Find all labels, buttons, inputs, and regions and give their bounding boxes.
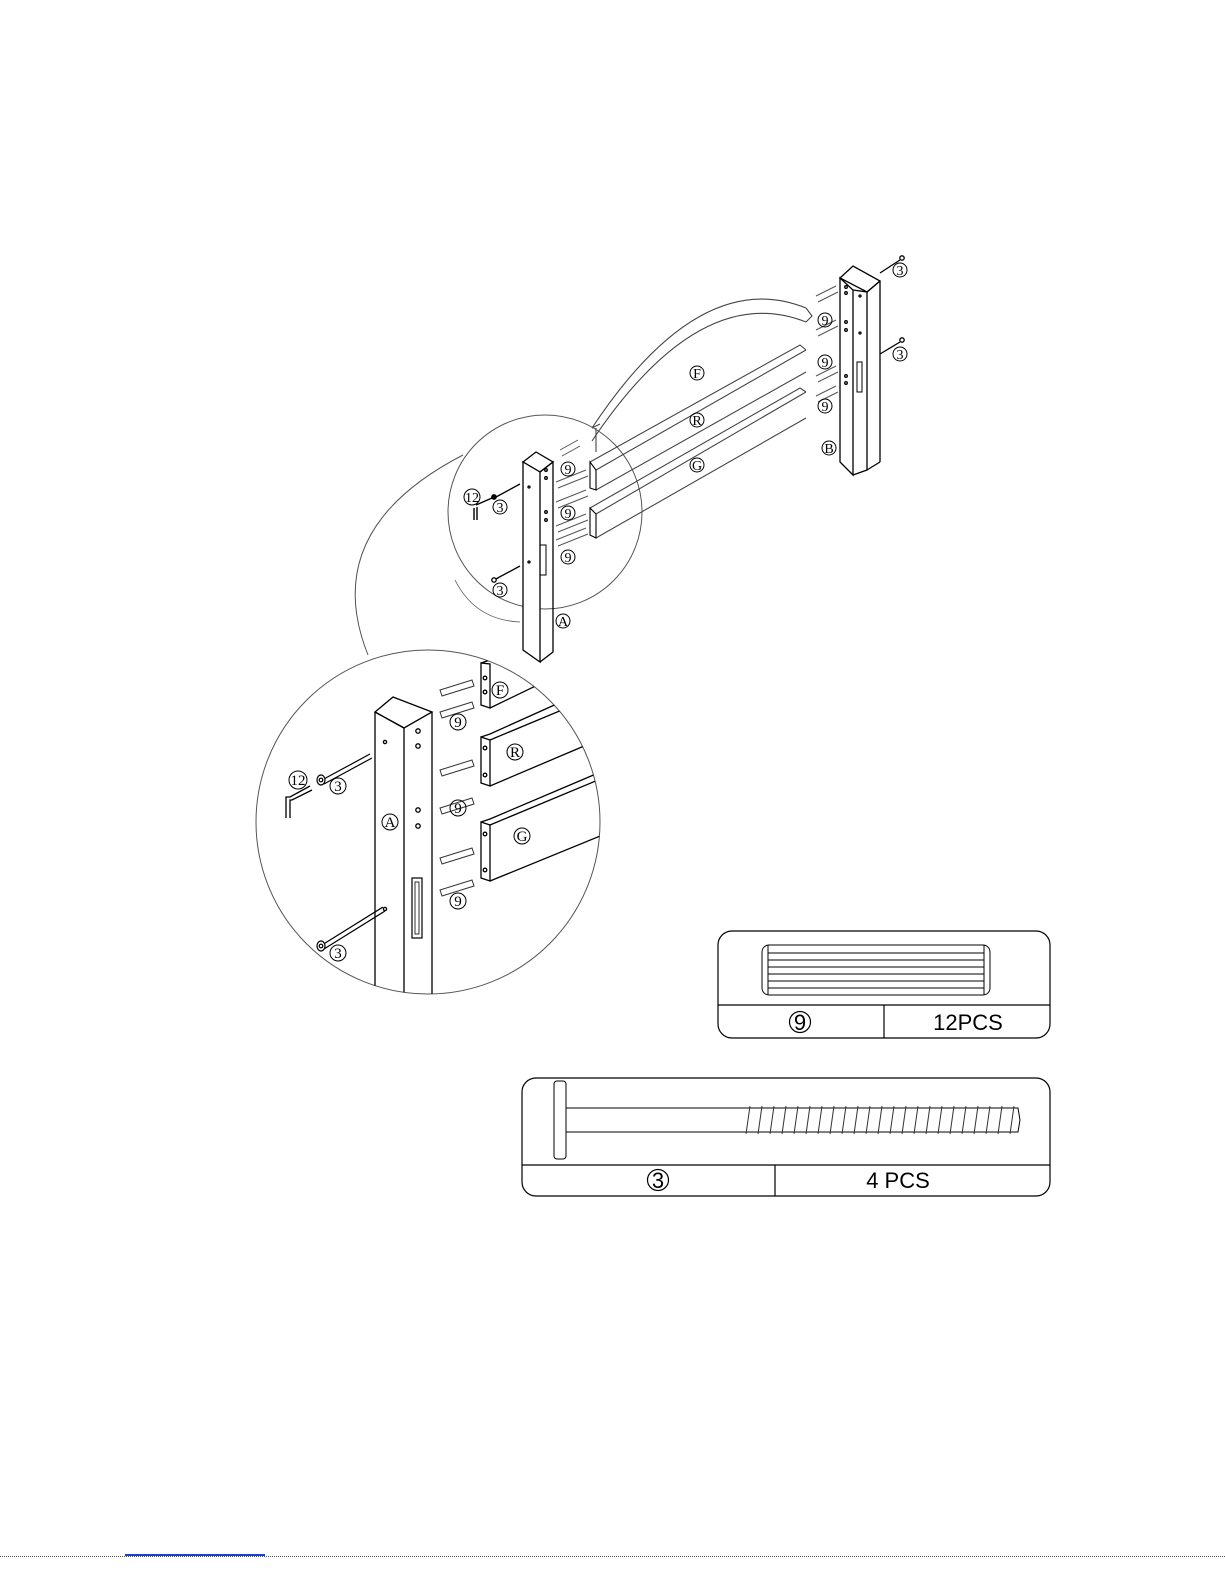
label-dowel: 9: [565, 463, 572, 478]
footer-link-underline[interactable]: [125, 1554, 265, 1556]
rail-f: [592, 299, 812, 452]
label-dowel: 9: [565, 551, 572, 566]
zoom-label-dowel: 9: [454, 894, 462, 910]
label-dowel: 9: [822, 400, 829, 415]
zoom-label-rail-g: G: [517, 829, 528, 845]
zoom-label-bolt: 3: [334, 779, 342, 795]
label-bolt: 3: [897, 264, 904, 279]
legend-bolt-box: [522, 1078, 1050, 1196]
label-rail-f: F: [693, 367, 701, 382]
label-rail-r: R: [692, 414, 702, 429]
label-allen-key: 12: [465, 491, 479, 506]
post-b: [840, 266, 880, 475]
label-post-a: A: [558, 615, 569, 630]
legend-dowel-number: 9: [794, 1010, 806, 1035]
label-post-b: B: [824, 442, 833, 457]
legend-dowel-quantity: 12PCS: [933, 1010, 1003, 1035]
post-a: [523, 452, 553, 662]
zoom-circle: [256, 650, 600, 994]
label-dowel: 9: [822, 356, 829, 371]
zoom-label-rail-r: R: [510, 745, 520, 761]
zoom-label-dowel: 9: [454, 715, 462, 731]
label-dowel: 9: [565, 507, 572, 522]
legend-bolt-quantity: 4 PCS: [866, 1168, 930, 1193]
zoom-label-bolt: 3: [334, 946, 342, 962]
label-rail-g: G: [692, 459, 702, 474]
zoom-label-dowel: 9: [454, 801, 462, 817]
label-bolt: 3: [497, 584, 504, 599]
zoom-label-rail-f: F: [496, 683, 504, 699]
zoom-connector-left: [355, 455, 463, 655]
zoom-label-post-a: A: [385, 815, 396, 831]
zoom-label-allen-key: 12: [291, 773, 306, 789]
label-dowel: 9: [822, 314, 829, 329]
legend-bolt-number: 3: [652, 1168, 664, 1193]
label-bolt: 3: [897, 348, 904, 363]
label-bolt: 3: [497, 501, 504, 516]
footer-rule: [0, 1556, 1225, 1557]
overview-part-labels: [556, 366, 836, 628]
